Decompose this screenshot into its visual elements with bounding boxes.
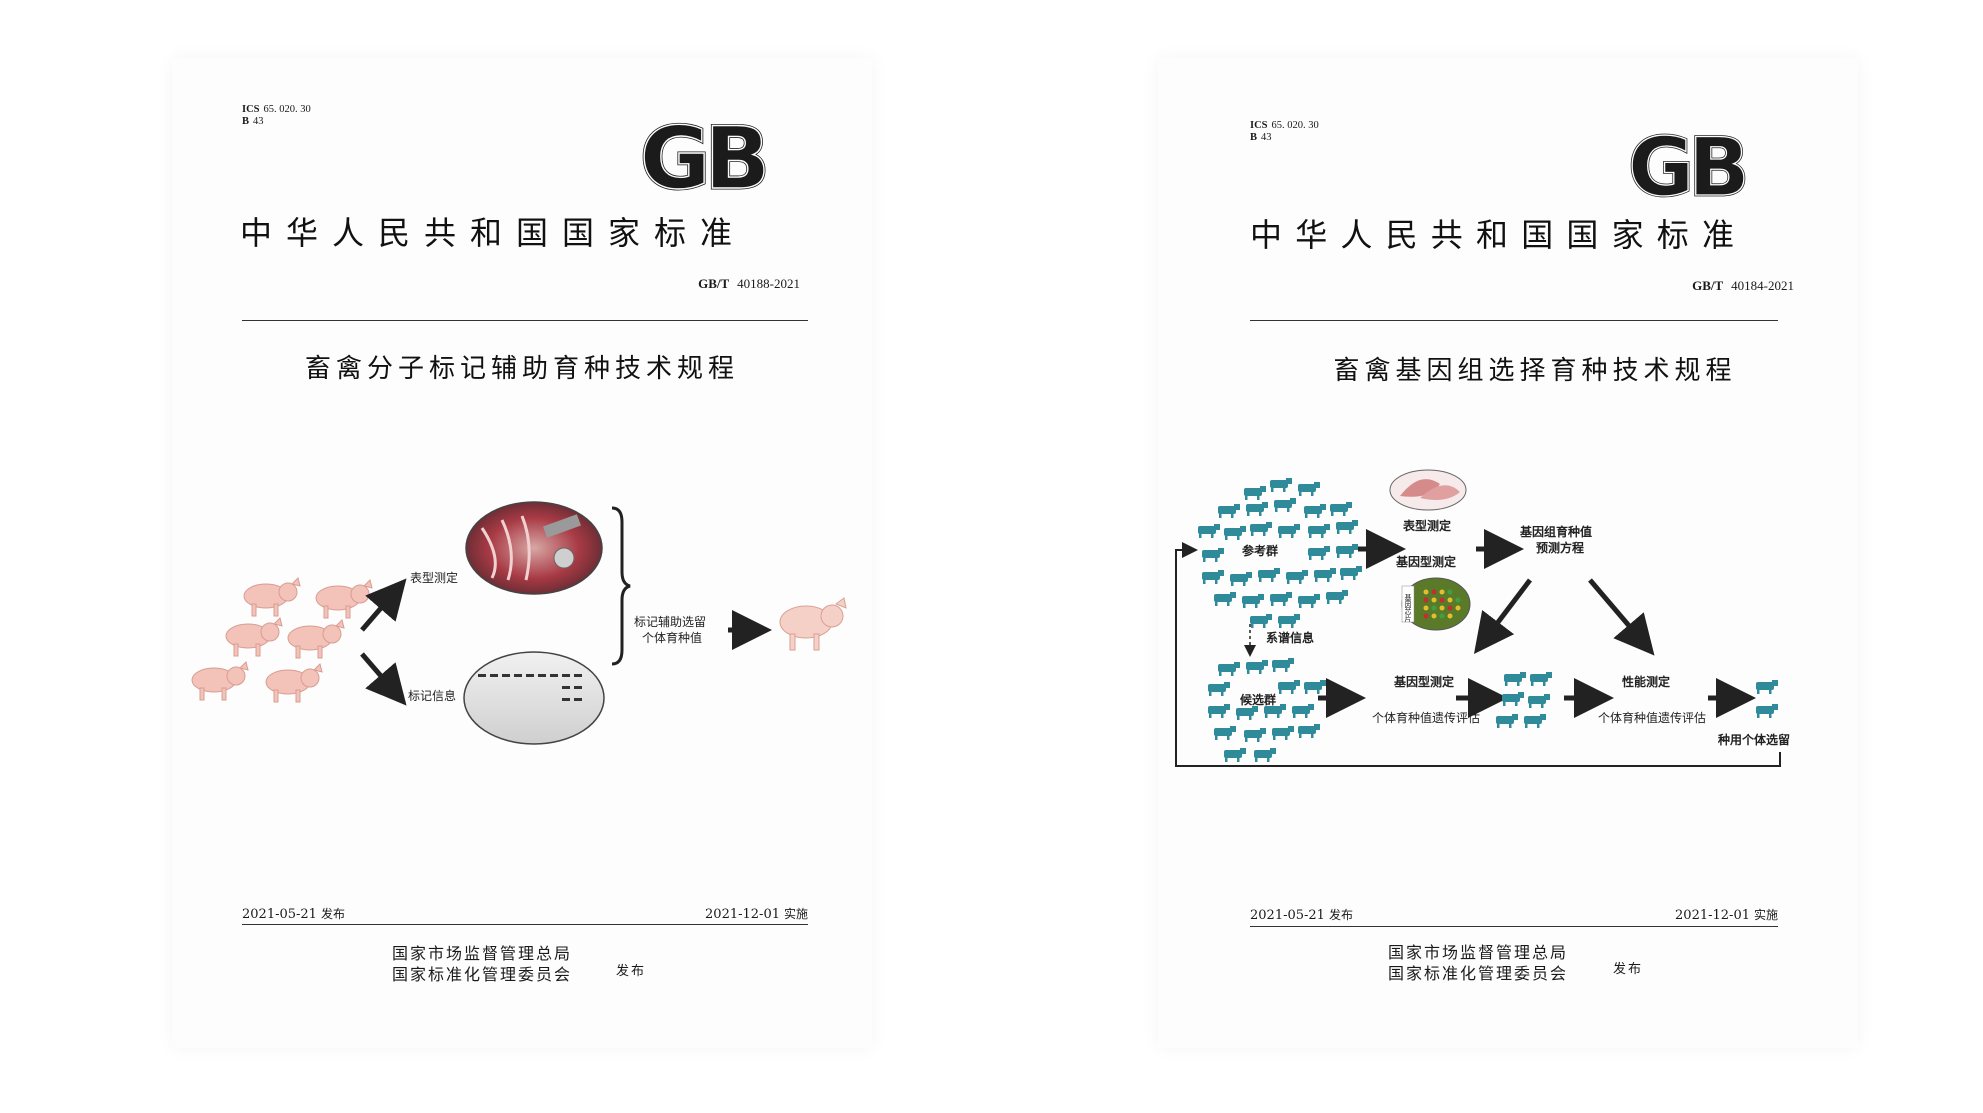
- issuing-authorities: 国家市场监督管理总局 国家标准化管理委员会: [392, 944, 573, 984]
- arrow-down-icon: [360, 652, 407, 706]
- gb-logo-icon: GB GB: [638, 114, 772, 204]
- genotype-label-2: 基因型测定: [1393, 674, 1454, 689]
- gb-logo-text: GB: [1628, 126, 1744, 210]
- gb-logo-text: GB: [640, 114, 765, 204]
- divider-top: [1250, 320, 1778, 321]
- result-label-line2: 个体育种值: [642, 630, 702, 645]
- issuing-authorities: 国家市场监督管理总局 国家标准化管理委员会: [1388, 943, 1569, 983]
- arrow-diagonal-down-right-icon: [1588, 578, 1655, 656]
- selected-pig-icon: [779, 597, 847, 651]
- phenotype-label: 表型测定: [1402, 518, 1451, 533]
- country-standard-title: 中华人民共和国国家标准: [240, 214, 747, 252]
- gb-logo-inline: GB: [640, 114, 765, 204]
- piglet-icon: [191, 661, 249, 701]
- reference-herd: [1198, 478, 1362, 628]
- arrow-diagonal-down-left-icon: [1473, 578, 1532, 654]
- phenotype-meat-icon: [1389, 469, 1467, 511]
- marker-label: 标记信息: [408, 688, 456, 703]
- issuer-suffix: 发布: [616, 964, 647, 979]
- gene-chip-icon: 基因芯片: [1401, 577, 1471, 631]
- piglet-group: [191, 577, 373, 703]
- equation-label-line2: 预测方程: [1536, 540, 1584, 555]
- selection-label: 种用个体选留: [1717, 732, 1790, 747]
- gb-logo-icon: GB GB: [1627, 126, 1752, 210]
- arrow-up-icon: [360, 578, 407, 632]
- piglet-icon: [225, 617, 283, 657]
- brace-icon: [611, 506, 631, 666]
- gb-logo-inline: GB: [1628, 126, 1744, 210]
- issuer-suffix: 发布: [1613, 962, 1644, 977]
- feedback-loop-arrow-icon: [1175, 542, 1781, 767]
- genomic-selection-diagram: 参考群 表型测定 基因型测定 基因芯片 基因组育种值 预测方程: [1175, 469, 1790, 767]
- piglet-icon: [315, 579, 373, 619]
- ebv-label-2: 个体育种值遗传评估: [1598, 710, 1706, 725]
- genotype-label: 基因型测定: [1395, 554, 1456, 569]
- phenotype-label: 表型测定: [410, 570, 458, 585]
- evaluated-herd: [1496, 672, 1552, 728]
- reference-herd-label: 参考群: [1242, 543, 1278, 558]
- gene-chip-label: 基因芯片: [1404, 593, 1412, 623]
- gel-electrophoresis-photo: [463, 651, 605, 745]
- pedigree-label: 系谱信息: [1266, 630, 1314, 645]
- divider-top: [242, 320, 808, 321]
- piglet-icon: [287, 619, 345, 659]
- standard-title: 畜禽分子标记辅助育种技术规程: [304, 354, 739, 384]
- candidate-herd-label: 候选群: [1240, 692, 1276, 707]
- phenotype-photo: [465, 501, 603, 595]
- divider-bottom: [242, 924, 808, 925]
- equation-label-line1: 基因组育种值: [1519, 524, 1592, 539]
- candidate-herd: [1208, 658, 1326, 762]
- performance-label: 性能测定: [1621, 674, 1670, 689]
- marker-assisted-breeding-diagram: 表型测定 标记信息 标记辅助选留 个体育种值: [191, 501, 847, 745]
- piglet-icon: [265, 663, 323, 703]
- country-standard-title: 中华人民共和国国家标准: [1250, 216, 1748, 254]
- result-label-line1: 标记辅助选留: [634, 615, 706, 629]
- divider-bottom: [1250, 926, 1778, 927]
- standard-title: 畜禽基因组选择育种技术规程: [1333, 356, 1737, 386]
- piglet-icon: [243, 577, 301, 617]
- ebv-label: 个体育种值遗传评估: [1372, 710, 1480, 725]
- selected-livestock: [1756, 680, 1778, 718]
